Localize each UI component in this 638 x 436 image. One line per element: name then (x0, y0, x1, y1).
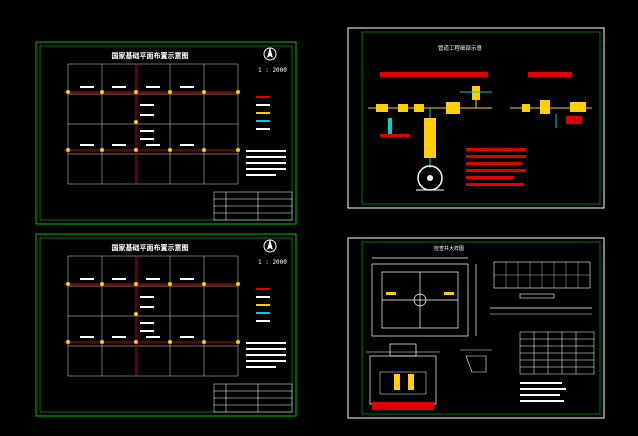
north-arrow-needle (267, 239, 273, 250)
scale-label: 1 : 2000 (258, 67, 287, 74)
notes-block (246, 342, 286, 368)
legend-block (256, 288, 270, 322)
sheet-title: 国家基础平面布置示意图 (112, 243, 189, 252)
scale-label: 1 : 2000 (258, 259, 287, 266)
plan-grid (67, 255, 239, 377)
red-text-bars (380, 72, 572, 186)
sheet-title: 管道工程细部示意 (438, 44, 483, 52)
manhole-plan-view (371, 257, 477, 337)
title-block (213, 191, 293, 221)
spec-table (519, 331, 595, 375)
sheet-title: 国家基础平面布置示意图 (112, 51, 189, 60)
pipe-assembly-left (368, 86, 492, 191)
sheet-inner-frame (39, 45, 293, 221)
manhole-section-view (366, 343, 440, 410)
detail-sketch (460, 349, 492, 373)
notes-block (246, 150, 286, 176)
pipe-assembly-right (510, 100, 592, 128)
plan-annotations (80, 278, 194, 338)
sheet-inner-frame (39, 237, 293, 413)
north-arrow-needle (267, 47, 273, 58)
sheet-inner-frame (361, 31, 601, 205)
plan-annotations (80, 86, 194, 146)
sheet-frame (347, 27, 605, 209)
sheet-bottom-right[interactable]: 检查井大样图 (347, 237, 605, 419)
manhole-plan-accents (386, 292, 454, 295)
notes-block (520, 382, 566, 402)
sheet-frame (35, 41, 297, 225)
legend-block (256, 96, 270, 130)
profile-section (490, 261, 592, 315)
sheet-title: 检查井大样图 (434, 245, 464, 252)
node-markers (66, 282, 240, 344)
sheet-bottom-left[interactable]: 国家基础平面布置示意图 1 : 2000 (35, 233, 297, 417)
title-block (213, 383, 293, 413)
plan-grid (67, 63, 239, 185)
sheet-frame (347, 237, 605, 419)
sheet-top-right[interactable]: 管道工程细部示意 (347, 27, 605, 209)
node-markers (66, 90, 240, 152)
sheet-top-left[interactable]: 国家基础平面布置示意图 1 : 2000 (35, 41, 297, 225)
sheet-frame (35, 233, 297, 417)
sheet-inner-frame (361, 241, 601, 415)
